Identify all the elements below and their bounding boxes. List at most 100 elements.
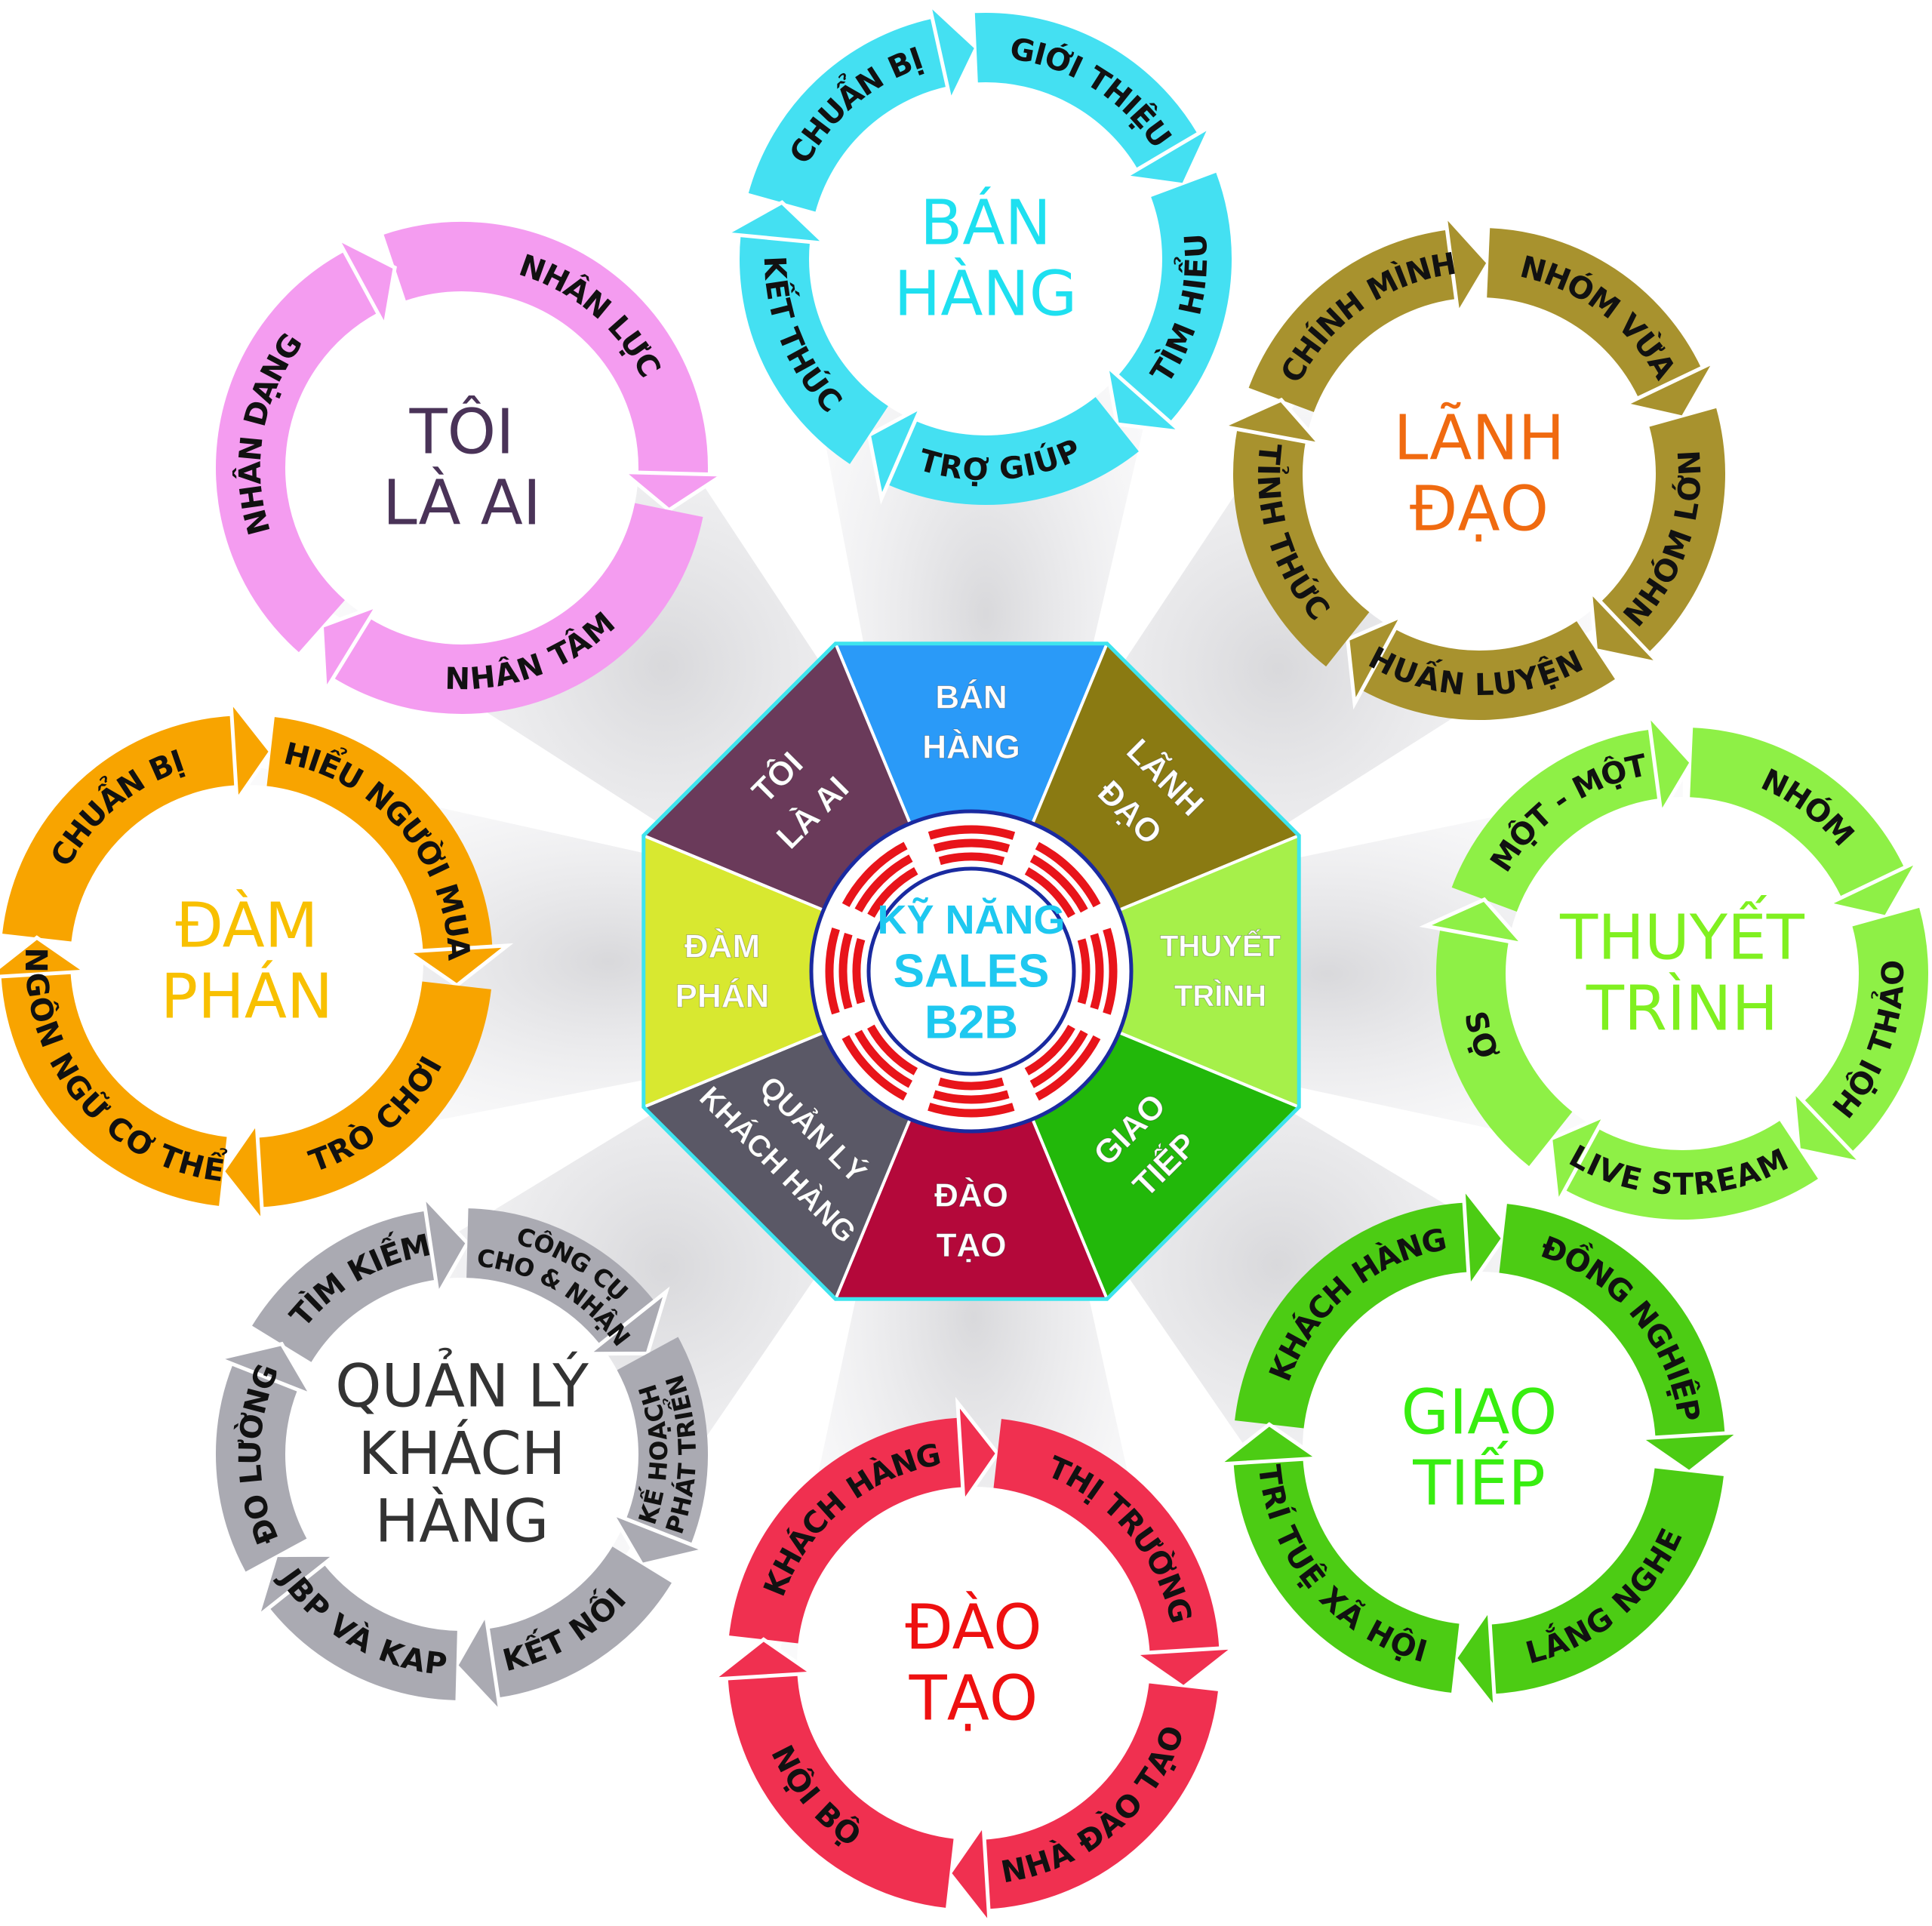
arrow-head-icon: [1346, 611, 1407, 710]
arrow-body: [983, 1682, 1218, 1909]
hub-title: KỸ NĂNG: [877, 897, 1065, 943]
arrow-head-icon: [1118, 122, 1215, 187]
arrow-head-icon: [1453, 1604, 1498, 1715]
arrow-body: [1689, 728, 1905, 899]
arrow-head-icon: [254, 1552, 341, 1623]
arrow-segment: LIVE STREAM: [1549, 1111, 1818, 1220]
ring-center-fill: [797, 1487, 1150, 1840]
arrow-head-icon: [1588, 586, 1665, 667]
arrow-body: [487, 1546, 672, 1698]
arrow-body: [888, 396, 1139, 505]
hub-inner-circle: [866, 866, 1076, 1076]
ring-title: TRÌNH: [1586, 973, 1778, 1045]
ring-title: ĐÀO: [905, 1591, 1041, 1663]
arrow-body: [1233, 429, 1370, 667]
ring-title: LÃNH: [1394, 402, 1565, 474]
arrow-head-icon: [0, 935, 91, 979]
arrow-head-icon: [1460, 1181, 1506, 1293]
arrow-body: [728, 1673, 955, 1908]
ring-center-fill: [1303, 297, 1656, 651]
arrow-head-icon: [1212, 1422, 1324, 1467]
arrow-body: [333, 503, 703, 714]
arrow-head-icon: [866, 402, 925, 505]
ring-center-fill: [1506, 797, 1859, 1150]
arrow-body: [1248, 229, 1457, 413]
ring-center-fill: [809, 82, 1162, 435]
arrow-body: [1, 971, 228, 1206]
arrow-body: [1486, 228, 1702, 399]
arrow-head-icon: [454, 1608, 503, 1718]
arrow-body: [617, 1337, 708, 1545]
ring-title: HÀNG: [375, 1487, 549, 1556]
wedge-label: PHÁN: [675, 977, 770, 1015]
arrow-body: [257, 980, 491, 1208]
ring-center-fill: [285, 291, 638, 645]
wedge-label: TẠO: [937, 1227, 1007, 1264]
arrow-body: [1498, 1204, 1725, 1438]
arrow-head-icon: [719, 200, 830, 246]
arrow-body: [1361, 620, 1615, 720]
arrow-body: [269, 1563, 458, 1700]
ring-title: TẠO: [909, 1663, 1038, 1735]
arrow-head-icon: [583, 1286, 670, 1356]
arrow-body: [1436, 928, 1573, 1167]
arrow-head-icon: [1129, 1644, 1241, 1690]
arrow-body: [1489, 1467, 1724, 1694]
arrow-segment: TRỢ GIÚP: [866, 396, 1139, 505]
arrow-head-icon: [608, 1509, 712, 1568]
arrow-head-icon: [1645, 709, 1694, 820]
ring-title: THUYẾT: [1559, 894, 1805, 974]
arrow-head-icon: [1619, 357, 1720, 420]
arrow-body: [1564, 1120, 1818, 1220]
arrow-head-icon: [1791, 1085, 1868, 1167]
hub-red-ring: [825, 825, 1118, 1118]
hub-red-ring: [838, 838, 1104, 1104]
ring-title: TIẾP: [1412, 1441, 1546, 1520]
arrow-body: [974, 13, 1198, 170]
arrow-head-icon: [1216, 397, 1326, 448]
wedge-label: HÀNG: [922, 728, 1020, 766]
arrow-head-icon: [1822, 857, 1923, 920]
arrow-head-icon: [926, 0, 979, 107]
hub-red-ring: [852, 852, 1091, 1091]
arrow-body: [266, 717, 493, 952]
wedge-label: THUYẾT: [1160, 928, 1281, 963]
arrow-head-icon: [706, 1637, 818, 1682]
arrow-body: [1235, 1202, 1469, 1429]
hub-title: SALES: [894, 946, 1050, 998]
arrow-body: [216, 251, 378, 653]
arrow-head-icon: [1442, 209, 1491, 320]
arrow-head-icon: [1635, 1429, 1746, 1475]
hub-title: B2B: [924, 997, 1018, 1049]
ring-center-fill: [70, 785, 423, 1138]
arrow-head-icon: [617, 469, 729, 512]
ring-title: GIAO: [1401, 1377, 1558, 1448]
arrow-body: [748, 18, 949, 213]
arrow-head-icon: [220, 1117, 266, 1229]
arrow-body: [383, 222, 708, 475]
arrow-head-icon: [212, 1341, 316, 1399]
ring-title: KHÁCH: [358, 1419, 566, 1488]
ring-title: LÀ AI: [383, 467, 541, 540]
arrow-body: [1600, 408, 1725, 653]
arrow-head-icon: [1549, 1111, 1610, 1210]
arrow-head-icon: [1419, 897, 1529, 947]
ring-title: ĐẠO: [1410, 474, 1549, 546]
arrow-segment: ĐO LƯỜNG: [212, 1341, 316, 1572]
arrow-body: [216, 1364, 307, 1572]
arrow-head-icon: [1103, 361, 1187, 435]
arrow-body: [1117, 172, 1232, 422]
arrow-body: [2, 715, 237, 943]
